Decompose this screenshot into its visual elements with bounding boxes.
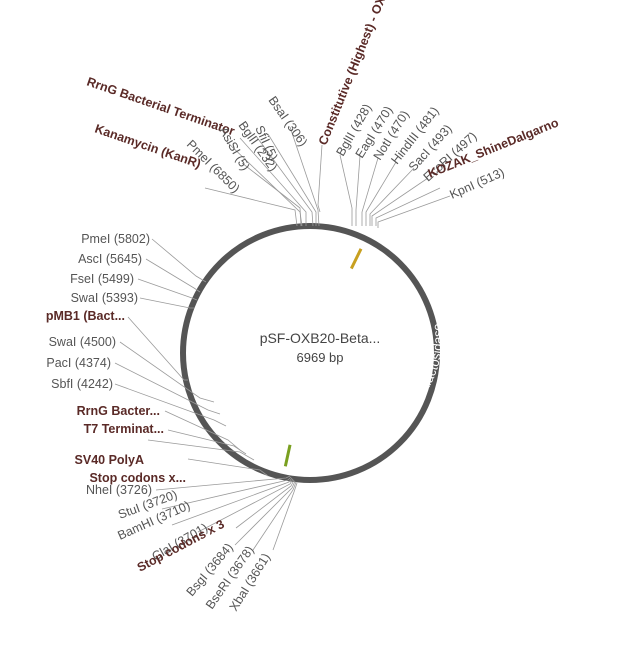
site-label[interactable]: FseI (5499) [70,272,134,286]
leader-line [114,362,221,415]
leader-line [137,278,198,301]
leader-line [267,133,317,226]
site-label[interactable]: PmeI (5802) [81,232,150,246]
leader-line [377,195,451,228]
leader-line [234,480,296,546]
leader-line [155,475,291,491]
leader-line [151,238,207,283]
features-layer [235,248,363,467]
leader-line [171,477,293,526]
backbone-ring [180,223,440,483]
leader-line [255,135,314,227]
site-label[interactable]: SwaI (5393) [71,291,138,305]
site-label[interactable]: NheI (3726) [86,483,152,497]
feature-kozak-marker [349,248,363,270]
leader-line [127,316,188,381]
plasmid-length: 6969 bp [297,350,344,365]
site-label[interactable]: KpnI (513) [448,165,507,202]
leader-line [252,481,297,551]
feature-label-sv40-polya[interactable]: SV40 PolyA [75,453,144,467]
leader-line [289,126,320,227]
leader-line [241,162,302,227]
leader-line [239,137,307,226]
feature-label-t7-terminator[interactable]: T7 Terminat... [84,422,164,436]
leader-line [371,177,429,226]
feature-label-rrng-terminator-2[interactable]: RrnG Bacter... [77,404,160,418]
leader-line [114,383,227,427]
site-label[interactable]: SbfI (4242) [51,377,113,391]
leader-line [339,154,353,226]
site-label[interactable]: AscI (5645) [78,252,142,266]
leader-line [272,482,298,551]
leader-line [187,458,269,477]
labels-layer: RrnG Bacterial Terminator Kanamycin (Kan… [46,0,561,614]
leader-lines [114,126,451,551]
leader-line [317,144,323,213]
leader-line [369,167,415,226]
leader-line [224,139,303,227]
leader-line [145,258,201,293]
leader-line [197,478,294,533]
leader-line [164,410,241,451]
feature-label-beta-galactosidase[interactable]: Beta Galactosidase [391,323,445,424]
leader-line [204,187,298,227]
leader-line [167,429,247,455]
leader-line [119,341,215,403]
plasmid-name: pSF-OXB20-Beta... [260,330,381,346]
leader-line [375,187,441,226]
feature-label-stop-codons-1[interactable]: Stop codons x... [89,471,186,485]
leader-line [355,155,361,226]
leader-line [235,479,295,529]
leader-line [365,161,397,226]
leader-line [361,157,379,226]
leader-line [161,476,292,510]
leader-line [147,439,255,461]
feature-kanamycin[interactable] [235,263,239,280]
site-label[interactable]: PacI (4374) [46,356,111,370]
feature-stop-codons-marker [283,444,292,467]
site-label[interactable]: SwaI (4500) [49,335,116,349]
leader-line [139,297,194,309]
feature-label-pmb1[interactable]: pMB1 (Bact... [46,309,125,323]
